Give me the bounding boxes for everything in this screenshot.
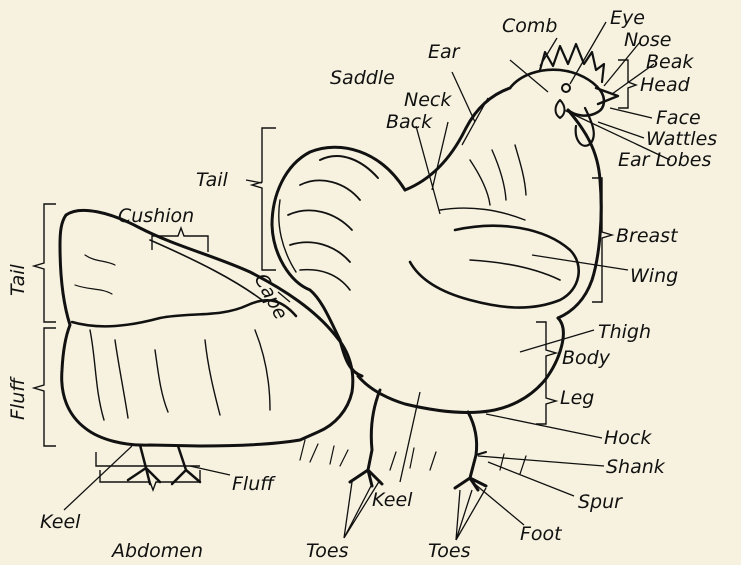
label-tail-rooster: Tail <box>196 169 229 191</box>
label-back: Back <box>386 111 433 133</box>
label-comb: Comb <box>502 15 557 37</box>
bracket-tail-hen <box>34 204 56 322</box>
label-keel-hen: Keel <box>40 511 81 533</box>
label-toes-right: Toes <box>428 540 471 562</box>
label-face: Face <box>656 107 701 129</box>
label-saddle: Saddle <box>330 67 395 89</box>
label-leg: Leg <box>560 387 594 409</box>
labels: Comb Eye Nose Beak Head Ear Saddle Neck … <box>7 7 717 562</box>
bracket-fluff-side <box>34 328 56 446</box>
hen-illustration <box>60 210 353 484</box>
brackets <box>34 60 636 490</box>
label-wattles: Wattles <box>646 128 717 150</box>
bracket-breast <box>592 178 612 302</box>
label-cushion: Cushion <box>118 205 194 227</box>
label-shank: Shank <box>606 456 666 478</box>
label-toes-left: Toes <box>306 540 349 562</box>
label-breast: Breast <box>616 225 679 247</box>
label-spur: Spur <box>578 491 623 513</box>
label-ear-lobes: Ear Lobes <box>618 149 711 171</box>
label-neck: Neck <box>404 89 452 111</box>
label-body: Body <box>562 347 611 369</box>
label-hock: Hock <box>604 427 652 449</box>
label-eye: Eye <box>610 7 645 29</box>
label-foot: Foot <box>520 523 563 545</box>
label-fluff-bottom: Fluff <box>232 473 276 495</box>
label-ear: Ear <box>428 41 461 63</box>
label-thigh: Thigh <box>598 321 651 343</box>
leader-lines <box>64 22 670 540</box>
bracket-tail-rooster <box>252 128 276 270</box>
label-tail-hen: Tail <box>7 263 29 296</box>
label-cape: Cape <box>250 270 292 323</box>
label-fluff-side: Fluff <box>7 376 29 420</box>
bracket-cushion <box>152 228 208 252</box>
label-wing: Wing <box>630 265 678 287</box>
label-nose: Nose <box>624 29 671 51</box>
label-head: Head <box>640 74 691 96</box>
label-keel-rooster: Keel <box>372 489 413 511</box>
label-abdomen: Abdomen <box>110 540 203 562</box>
bracket-leg <box>536 372 556 424</box>
label-beak: Beak <box>646 51 694 73</box>
